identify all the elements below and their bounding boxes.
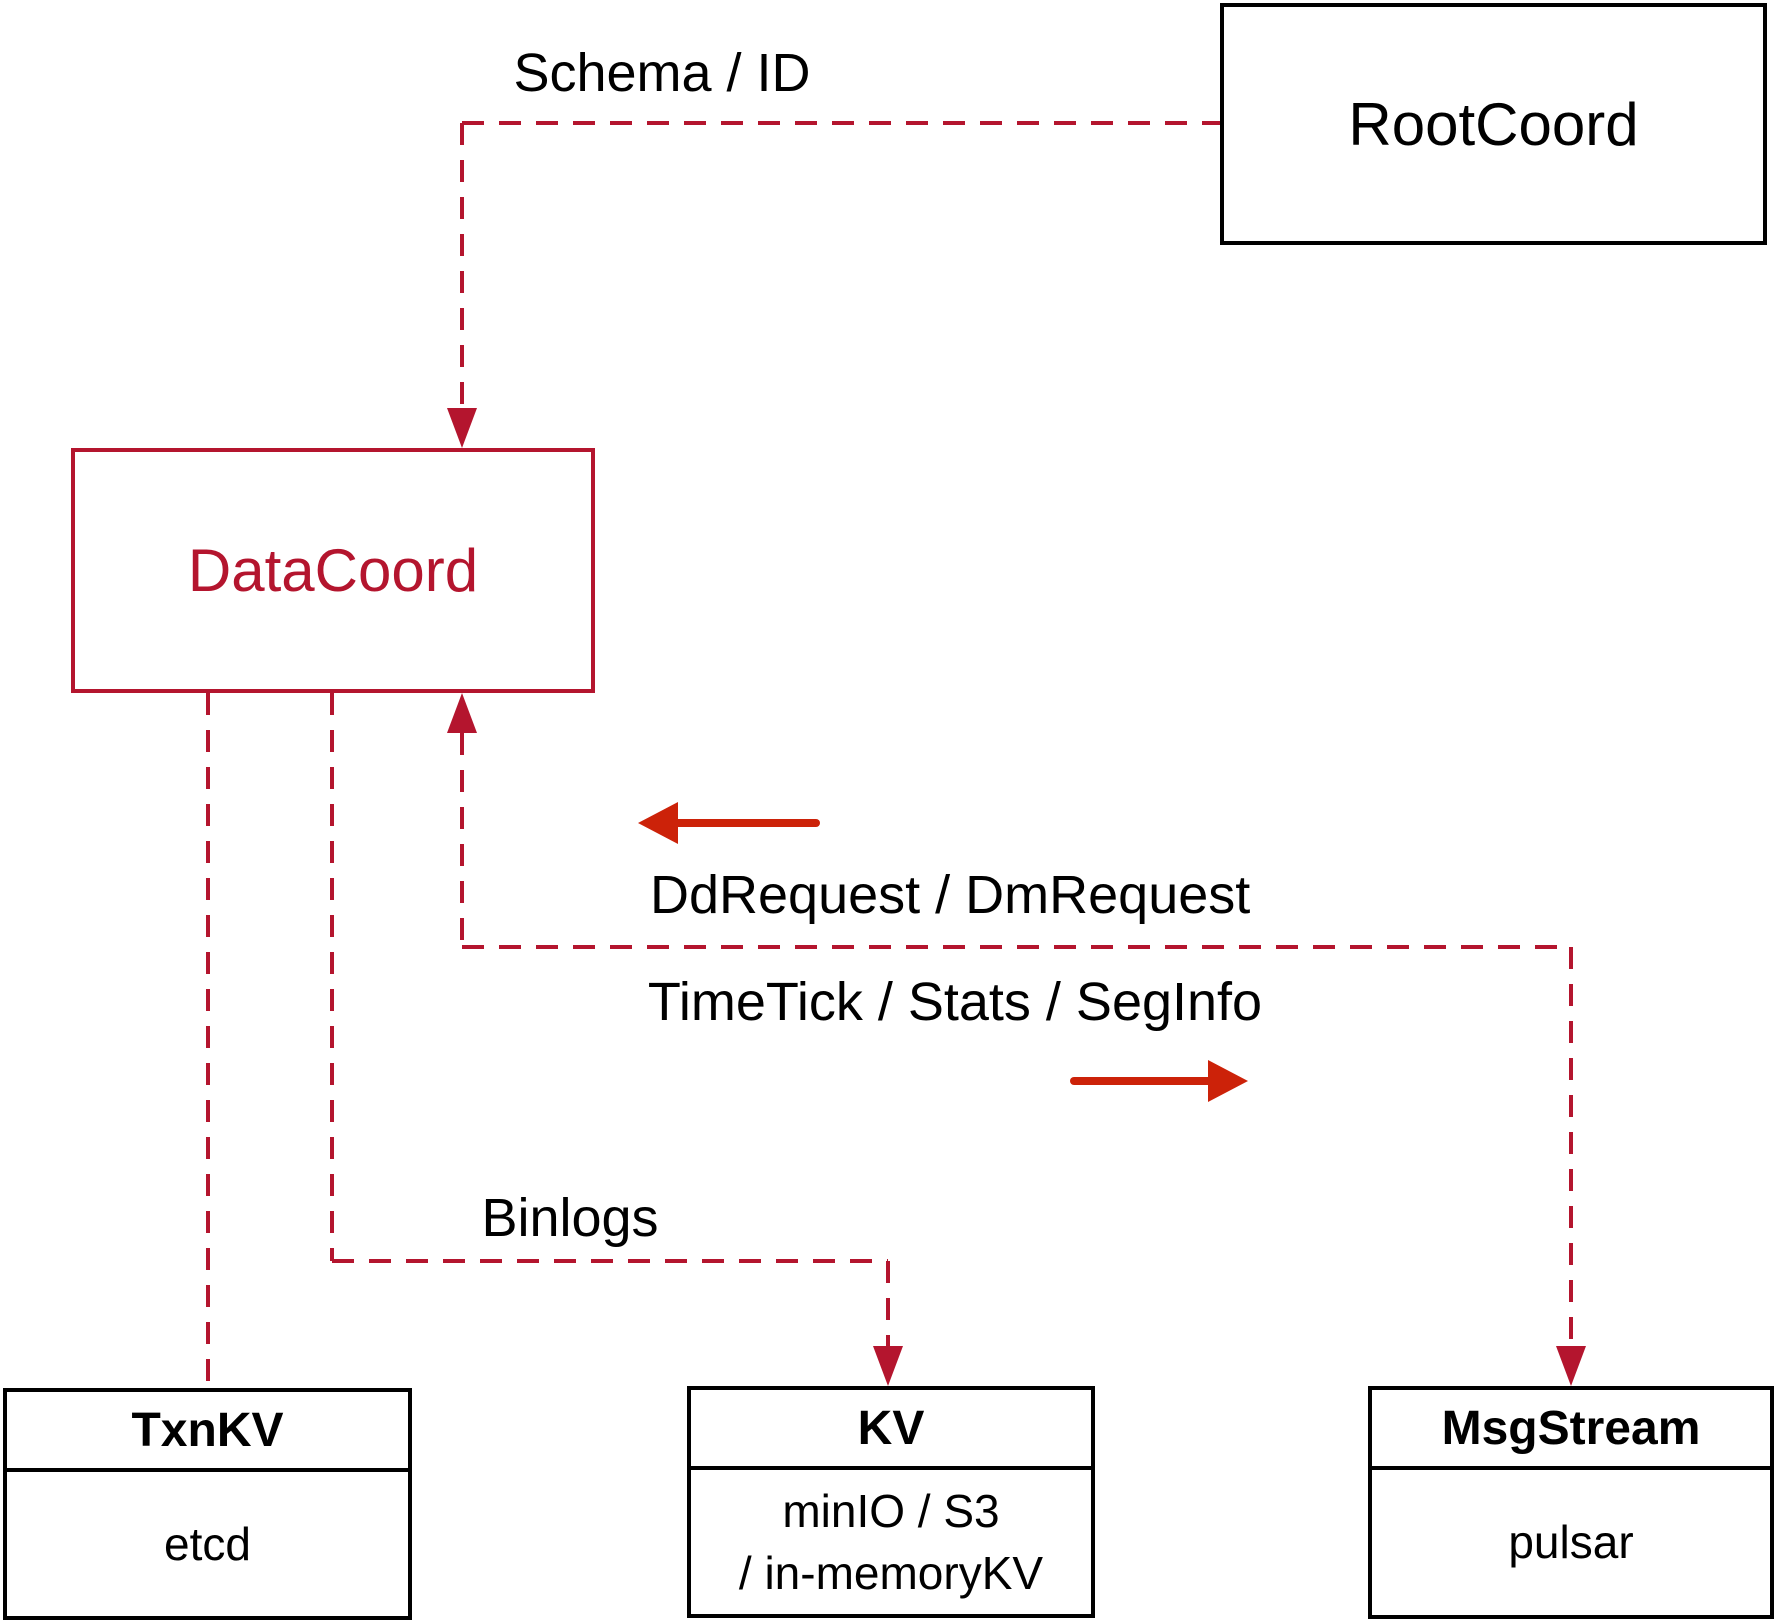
kv-node: KV minIO / S3 / in-memoryKV: [687, 1386, 1095, 1618]
edge-label-timetick-stats-seginfo: TimeTick / Stats / SegInfo: [647, 972, 1263, 1032]
edge-label-schema-id: Schema / ID: [513, 43, 811, 103]
rootcoord-node: RootCoord: [1220, 3, 1767, 245]
edge-corridor-down-arrowhead-icon: [1556, 1346, 1586, 1386]
datacoord-label: DataCoord: [187, 537, 479, 604]
edge-corridor-up-arrowhead-icon: [447, 693, 477, 733]
datacoord-node: DataCoord: [71, 448, 595, 693]
left-arrow-shaft: [672, 819, 820, 827]
edge-schema-id-vline: [460, 123, 464, 410]
left-arrow-head: [638, 802, 678, 844]
txnkv-body: etcd: [7, 1472, 408, 1616]
edge-datacoord-txnkv-vline: [206, 693, 210, 1388]
txnkv-node: TxnKV etcd: [3, 1388, 412, 1620]
edge-binlogs-vline-left: [330, 693, 334, 1261]
edge-binlogs-vline-right: [886, 1261, 890, 1346]
edge-schema-id-hline: [462, 121, 1220, 125]
right-arrow-head: [1208, 1060, 1248, 1102]
edge-label-ddrequest-dmrequest: DdRequest / DmRequest: [650, 865, 1251, 925]
edge-corridor-vline-left: [460, 733, 464, 947]
txnkv-title: TxnKV: [131, 1403, 284, 1457]
edge-corridor-vline-right: [1569, 947, 1573, 1346]
msgstream-node: MsgStream pulsar: [1368, 1386, 1774, 1619]
right-arrow-shaft: [1070, 1077, 1212, 1085]
kv-title: KV: [857, 1401, 925, 1455]
kv-body-line1: minIO / S3: [782, 1484, 1000, 1537]
txnkv-header: TxnKV: [7, 1392, 408, 1472]
edge-binlogs-arrowhead-icon: [873, 1346, 903, 1386]
edge-binlogs-hline: [332, 1259, 888, 1263]
msgstream-body-text: pulsar: [1508, 1516, 1634, 1569]
edge-schema-id-arrowhead-icon: [447, 408, 477, 448]
kv-body: minIO / S3 / in-memoryKV: [691, 1470, 1091, 1614]
msgstream-body: pulsar: [1372, 1470, 1770, 1615]
edge-corridor-hline: [462, 945, 1571, 949]
rootcoord-label: RootCoord: [1348, 90, 1639, 158]
kv-header: KV: [691, 1390, 1091, 1470]
msgstream-header: MsgStream: [1372, 1390, 1770, 1470]
txnkv-body-text: etcd: [164, 1517, 251, 1570]
kv-body-line2: / in-memoryKV: [738, 1547, 1044, 1599]
msgstream-title: MsgStream: [1441, 1401, 1701, 1455]
edge-label-binlogs: Binlogs: [481, 1188, 659, 1248]
